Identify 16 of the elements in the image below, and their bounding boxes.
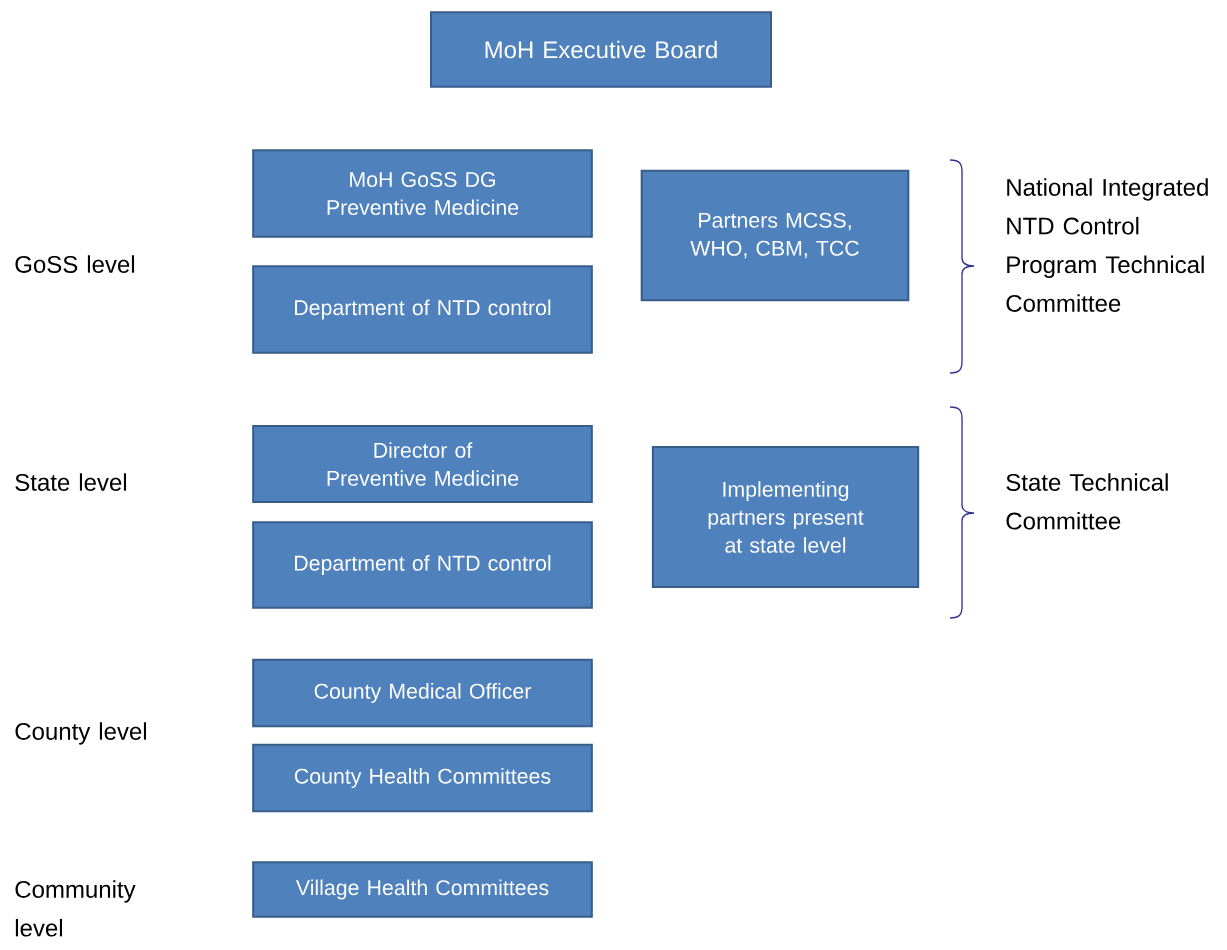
process-box: MoH Executive Board: [430, 11, 772, 88]
process-box: Partners MCSS, WHO, CBM, TCC: [640, 169, 910, 302]
process-box: Implementing partners present at state level: [651, 446, 920, 588]
text-label: State level: [15, 473, 127, 491]
process-box: Village Health Committees: [252, 861, 593, 918]
text-label: State Technical Committee: [1006, 473, 1168, 530]
process-box: Department of NTD control: [252, 265, 593, 354]
process-box: MoH GoSS DG Preventive Medicine: [252, 149, 593, 238]
process-box: Department of NTD control: [252, 521, 593, 609]
text-label: Community level: [15, 880, 136, 937]
process-box: County Medical Officer: [252, 658, 593, 728]
process-box: Director of Preventive Medicine: [252, 425, 593, 503]
text-label: County level: [15, 722, 147, 745]
text-label: GoSS level: [15, 255, 135, 273]
text-label: National Integrated NTD Control Program Technical Committee: [1006, 178, 1208, 312]
process-box: County Health Committees: [252, 743, 593, 813]
